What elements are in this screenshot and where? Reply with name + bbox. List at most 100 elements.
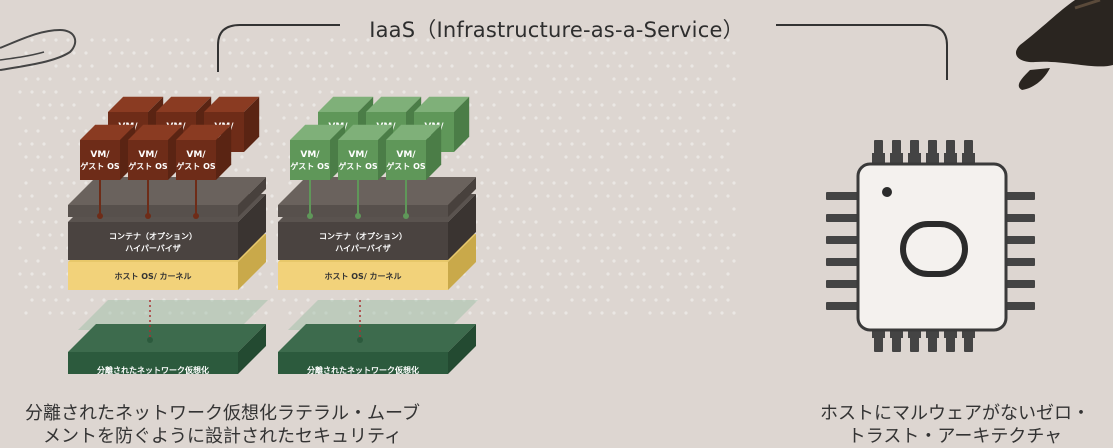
background-dot xyxy=(192,51,196,55)
background-dot xyxy=(336,77,340,81)
background-dot xyxy=(246,64,250,68)
background-dot xyxy=(42,220,46,224)
background-dot xyxy=(198,64,202,68)
chip-pin-bottom-base xyxy=(872,328,885,338)
background-dot xyxy=(390,38,394,42)
background-dot xyxy=(564,259,568,263)
background-dot xyxy=(168,51,172,55)
background-dot xyxy=(564,285,568,289)
background-dot xyxy=(558,142,562,146)
background-dot xyxy=(522,298,526,302)
background-dot xyxy=(30,220,34,224)
background-dot xyxy=(648,311,652,315)
background-dot xyxy=(564,77,568,81)
background-dot xyxy=(672,311,676,315)
background-dot xyxy=(564,207,568,211)
background-dot xyxy=(264,285,268,289)
background-dot xyxy=(330,90,334,94)
background-dot xyxy=(726,64,730,68)
background-dot xyxy=(540,233,544,237)
host-label: ホスト OS/ カーネル xyxy=(114,271,191,281)
background-dot xyxy=(294,298,298,302)
background-dot xyxy=(504,181,508,185)
background-dot xyxy=(714,220,718,224)
background-dot xyxy=(510,90,514,94)
background-dot xyxy=(666,64,670,68)
background-dot xyxy=(546,298,550,302)
background-dot xyxy=(486,38,490,42)
background-dot xyxy=(456,155,460,159)
background-dot xyxy=(558,246,562,250)
vm-front-cube-top xyxy=(80,124,136,140)
background-dot xyxy=(666,116,670,120)
background-dot xyxy=(402,90,406,94)
background-dot xyxy=(306,64,310,68)
background-dot xyxy=(354,64,358,68)
shoe-sketch-icon xyxy=(0,28,77,71)
background-dot xyxy=(726,272,730,276)
background-dot xyxy=(18,246,22,250)
background-dot xyxy=(258,90,262,94)
background-dot xyxy=(36,259,40,263)
background-dot xyxy=(582,142,586,146)
caption-left: 分離されたネットワーク仮想化ラテラル・ムーブ メントを防ぐように設計されたセキュ… xyxy=(25,403,420,447)
background-dot xyxy=(696,77,700,81)
background-dot xyxy=(36,207,40,211)
background-dot xyxy=(714,246,718,250)
background-dot xyxy=(534,90,538,94)
vm-front-cube-top xyxy=(386,124,442,140)
background-dot xyxy=(612,259,616,263)
background-dot xyxy=(588,311,592,315)
background-dot xyxy=(582,90,586,94)
background-dot xyxy=(696,129,700,133)
background-dot xyxy=(468,51,472,55)
background-dot xyxy=(576,207,580,211)
background-dot xyxy=(120,51,124,55)
background-dot xyxy=(300,51,304,55)
background-dot xyxy=(36,233,40,237)
background-dot xyxy=(588,51,592,55)
background-dot xyxy=(708,103,712,107)
background-dot xyxy=(540,51,544,55)
background-dot xyxy=(138,64,142,68)
background-dot xyxy=(18,272,22,276)
background-dot xyxy=(384,51,388,55)
background-dot xyxy=(60,181,64,185)
background-dot xyxy=(714,116,718,120)
background-dot xyxy=(522,272,526,276)
background-dot xyxy=(348,51,352,55)
background-dot xyxy=(636,129,640,133)
background-dot xyxy=(714,38,718,42)
background-dot xyxy=(666,38,670,42)
background-dot xyxy=(618,142,622,146)
vm-back-cube-top xyxy=(414,96,470,112)
background-dot xyxy=(378,64,382,68)
background-dot xyxy=(684,77,688,81)
background-dot xyxy=(654,116,658,120)
background-dot xyxy=(678,272,682,276)
background-dot xyxy=(360,51,364,55)
background-dot xyxy=(486,272,490,276)
background-dot xyxy=(714,194,718,198)
background-dot xyxy=(678,194,682,198)
background-dot xyxy=(690,64,694,68)
background-dot xyxy=(408,51,412,55)
network-slab-top xyxy=(278,324,476,352)
background-dot xyxy=(708,311,712,315)
background-dot xyxy=(552,77,556,81)
background-dot xyxy=(666,142,670,146)
background-dot xyxy=(636,207,640,211)
background-dot xyxy=(708,51,712,55)
background-dot xyxy=(612,129,616,133)
background-dot xyxy=(24,51,28,55)
background-dot xyxy=(522,90,526,94)
background-dot xyxy=(426,38,430,42)
background-dot xyxy=(42,90,46,94)
vm-front-cube-sublabel: ゲスト OS xyxy=(128,161,168,171)
background-dot xyxy=(630,142,634,146)
background-dot xyxy=(432,51,436,55)
background-dot xyxy=(60,129,64,133)
background-dot xyxy=(504,311,508,315)
background-dot xyxy=(606,194,610,198)
background-dot xyxy=(486,64,490,68)
